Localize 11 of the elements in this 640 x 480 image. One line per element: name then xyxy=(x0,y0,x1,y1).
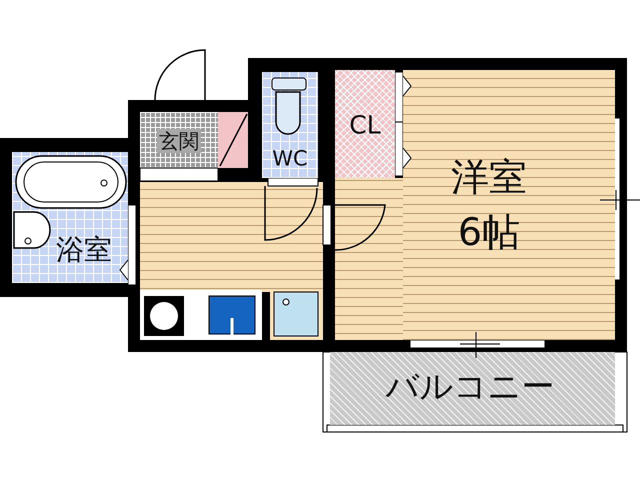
room-label: 洋室 xyxy=(451,158,527,196)
room-label: 浴室 xyxy=(56,236,112,264)
room-floor xyxy=(330,352,615,425)
room-label: バルコニー xyxy=(386,370,554,402)
room-floor xyxy=(335,70,395,178)
room-floor xyxy=(403,70,615,340)
room-label: WC xyxy=(272,148,308,170)
room-floor xyxy=(140,112,218,168)
room-label: CL xyxy=(349,112,381,138)
room-label: 玄関 xyxy=(157,129,201,153)
room-label: 6帖 xyxy=(458,213,520,251)
